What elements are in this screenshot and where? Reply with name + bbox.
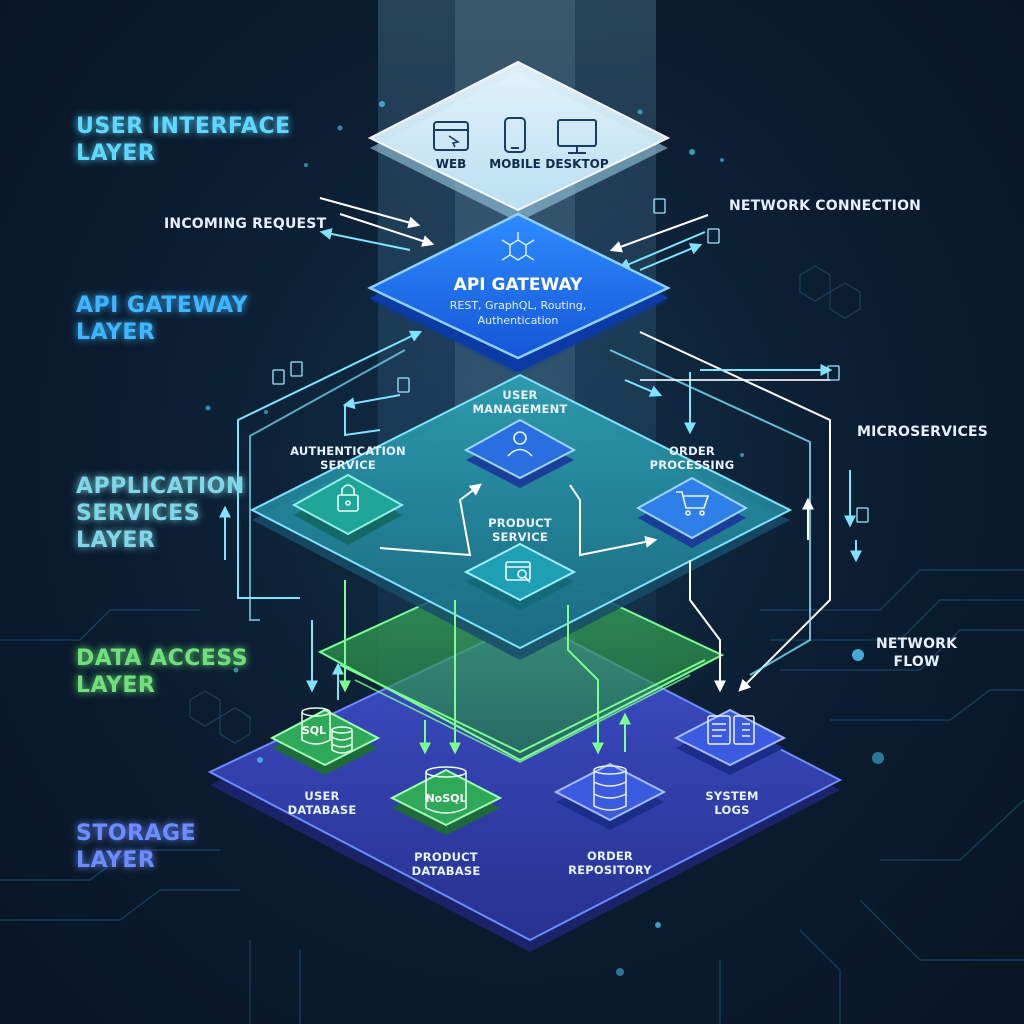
request-arrows: [319, 197, 833, 381]
document-list-icon: [707, 715, 755, 745]
client-mobile[interactable]: MOBILE: [489, 117, 541, 171]
callout-network-connection: NETWORK CONNECTION: [729, 197, 921, 215]
callout-incoming-request-text: INCOMING REQUEST: [164, 216, 327, 232]
product-database-line2: DATABASE: [412, 864, 481, 878]
callout-microservices-text: MICROSERVICES: [857, 424, 989, 440]
particles: [205, 101, 884, 976]
shopping-cart-icon: [676, 491, 710, 516]
layer-title-ui-line1: USER INTERFACE: [76, 114, 291, 139]
microservice-connections: [237, 330, 831, 692]
callout-network-flow-line2: FLOW: [893, 654, 940, 670]
user-database-line1: USER: [304, 789, 339, 803]
service-user-management[interactable]: USER MANAGEMENT: [463, 388, 577, 488]
storage-system-logs[interactable]: SYSTEM LOGS: [673, 708, 787, 817]
database-icon: [301, 707, 353, 754]
layer-title-ui: USER INTERFACE LAYER: [76, 113, 291, 167]
auth-service-line2: SERVICE: [320, 458, 376, 472]
layer-title-storage: STORAGE LAYER: [76, 820, 196, 874]
gateway-title: API GATEWAY: [454, 275, 583, 295]
callout-incoming-request: INCOMING REQUEST: [164, 215, 326, 233]
hexagon-pattern: [189, 265, 861, 744]
database-icon: [593, 765, 627, 811]
order-processing-line1: ORDER: [669, 444, 715, 458]
gateway-subtitle-1: REST, GraphQL, Routing,: [450, 299, 586, 312]
callout-network-flow-line1: NETWORK: [876, 636, 958, 652]
callout-network-connection-text: NETWORK CONNECTION: [729, 198, 922, 214]
services-platform: [249, 373, 793, 660]
padlock-icon: [337, 484, 359, 512]
circuit-background: [0, 569, 1024, 1024]
service-product[interactable]: PRODUCT SERVICE: [463, 516, 577, 610]
storefront-search-icon: [505, 561, 531, 583]
product-database-line1: PRODUCT: [414, 850, 478, 864]
callout-network-flow: NETWORK FLOW: [876, 635, 957, 671]
nosql-badge: NoSQL: [425, 792, 466, 805]
layer-title-storage-line1: STORAGE: [76, 821, 197, 846]
gateway-subtitle-2: Authentication: [478, 314, 559, 327]
layer-title-services-line2: SERVICES: [76, 501, 201, 526]
smartphone-icon: [504, 117, 526, 153]
user-icon: [507, 431, 533, 457]
sql-badge: SQL: [302, 724, 326, 737]
layer-title-gateway-line2: LAYER: [76, 320, 156, 345]
layer-title-data-access: DATA ACCESS LAYER: [76, 645, 248, 699]
client-desktop-label: DESKTOP: [545, 157, 608, 171]
layer-title-gateway: API GATEWAY LAYER: [76, 292, 248, 346]
order-repository-line2: REPOSITORY: [568, 863, 652, 877]
system-logs-line2: LOGS: [714, 803, 749, 817]
user-management-line2: MANAGEMENT: [473, 402, 568, 416]
layer-title-data-access-line2: LAYER: [76, 673, 156, 698]
layer-title-services: APPLICATION SERVICES LAYER: [76, 473, 245, 554]
storage-product-database[interactable]: NoSQL PRODUCT DATABASE: [389, 766, 503, 878]
user-database-line2: DATABASE: [288, 803, 357, 817]
product-service-line1: PRODUCT: [488, 516, 552, 530]
document-icon: [272, 198, 869, 523]
client-web[interactable]: WEB: [433, 121, 469, 171]
browser-window-icon: [433, 121, 469, 151]
auth-service-line1: AUTHENTICATION: [290, 444, 406, 458]
layer-title-ui-line2: LAYER: [76, 141, 156, 166]
data-flows: [219, 470, 862, 755]
database-icon: [425, 766, 467, 814]
service-order-processing[interactable]: ORDER PROCESSING: [635, 444, 749, 548]
client-web-label: WEB: [436, 157, 467, 171]
layer-title-gateway-line1: API GATEWAY: [76, 293, 249, 318]
layer-title-storage-line2: LAYER: [76, 848, 156, 873]
order-processing-line2: PROCESSING: [650, 458, 735, 472]
service-authentication[interactable]: AUTHENTICATION SERVICE: [290, 444, 406, 545]
network-hub-icon: [501, 232, 535, 261]
order-repository-line1: ORDER: [587, 849, 633, 863]
layer-title-services-line3: LAYER: [76, 528, 156, 553]
user-management-line1: USER: [502, 388, 537, 402]
product-service-line2: SERVICE: [492, 530, 548, 544]
client-mobile-label: MOBILE: [489, 157, 541, 171]
layer-title-data-access-line1: DATA ACCESS: [76, 646, 249, 671]
system-logs-line1: SYSTEM: [705, 789, 758, 803]
layer-title-services-line1: APPLICATION: [76, 474, 245, 499]
client-desktop[interactable]: DESKTOP: [545, 119, 609, 171]
storage-user-database[interactable]: SQL USER DATABASE: [269, 707, 381, 817]
api-gateway[interactable]: API GATEWAY REST, GraphQL, Routing, Auth…: [367, 212, 671, 372]
storage-order-repository[interactable]: ORDER REPOSITORY: [553, 762, 667, 877]
callout-microservices: MICROSERVICES: [857, 423, 988, 441]
